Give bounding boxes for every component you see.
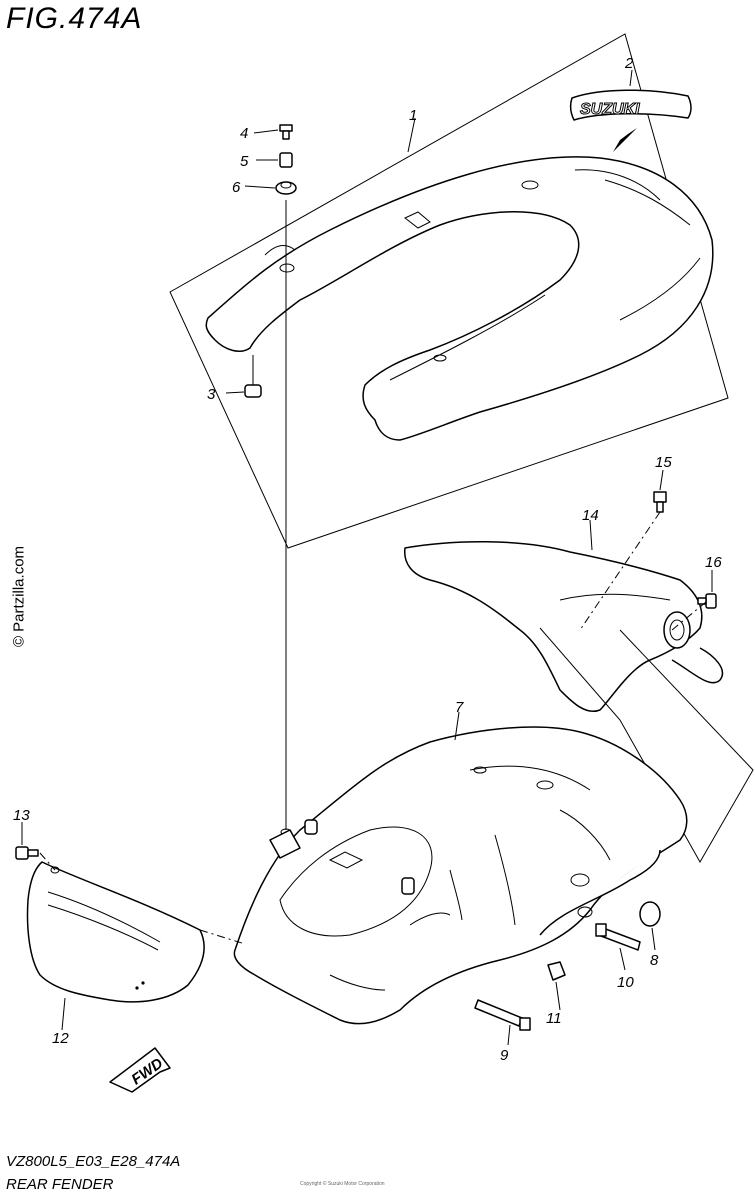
- callout-9: 9: [500, 1047, 509, 1064]
- callout-1: 1: [409, 107, 417, 124]
- part-nut-3[interactable]: [244, 384, 262, 398]
- part-collar-5[interactable]: [279, 152, 293, 168]
- part-grommet-6[interactable]: [275, 181, 297, 195]
- callout-7: 7: [455, 699, 464, 716]
- part-nut-11[interactable]: [547, 961, 566, 981]
- callout-13: 13: [13, 807, 30, 824]
- callout-10: 10: [617, 974, 634, 991]
- part-emblem[interactable]: SUZUKI: [569, 89, 692, 121]
- figure-title: FIG.474A: [6, 2, 143, 35]
- part-side-cover-12[interactable]: [26, 861, 205, 1003]
- part-bolt-9[interactable]: [474, 999, 531, 1031]
- callout-11: 11: [546, 1010, 562, 1027]
- fwd-arrow: FWD: [109, 1047, 171, 1093]
- part-bracket-14[interactable]: [404, 540, 724, 713]
- callout-16: 16: [705, 554, 722, 571]
- callout-12: 12: [52, 1030, 69, 1047]
- part-seat-cowl[interactable]: [205, 156, 714, 441]
- callout-15: 15: [655, 454, 672, 471]
- part-bolt-10[interactable]: [595, 923, 641, 951]
- kit-box: [169, 33, 729, 549]
- figure-name: REAR FENDER: [6, 1176, 114, 1193]
- part-bolt-15[interactable]: [653, 491, 667, 513]
- callout-2: 2: [624, 55, 634, 72]
- part-screw-13[interactable]: [15, 846, 39, 860]
- callout-4: 4: [240, 125, 248, 142]
- part-bolt-4[interactable]: [279, 124, 293, 140]
- callout-6: 6: [232, 179, 241, 196]
- callout-3: 3: [207, 386, 216, 403]
- model-code: VZ800L5_E03_E28_474A: [6, 1153, 181, 1170]
- part-washer-8[interactable]: [639, 901, 661, 927]
- emblem-arrow: [613, 128, 637, 152]
- copyright-note: Copyright © Suzuki Motor Corporation: [300, 1181, 385, 1187]
- emblem-text: SUZUKI: [580, 101, 640, 118]
- callout-14: 14: [582, 507, 599, 524]
- callout-5: 5: [240, 153, 249, 170]
- callout-8: 8: [650, 952, 659, 969]
- part-rear-fender-7[interactable]: [233, 726, 688, 1025]
- part-screw-16[interactable]: [697, 593, 717, 609]
